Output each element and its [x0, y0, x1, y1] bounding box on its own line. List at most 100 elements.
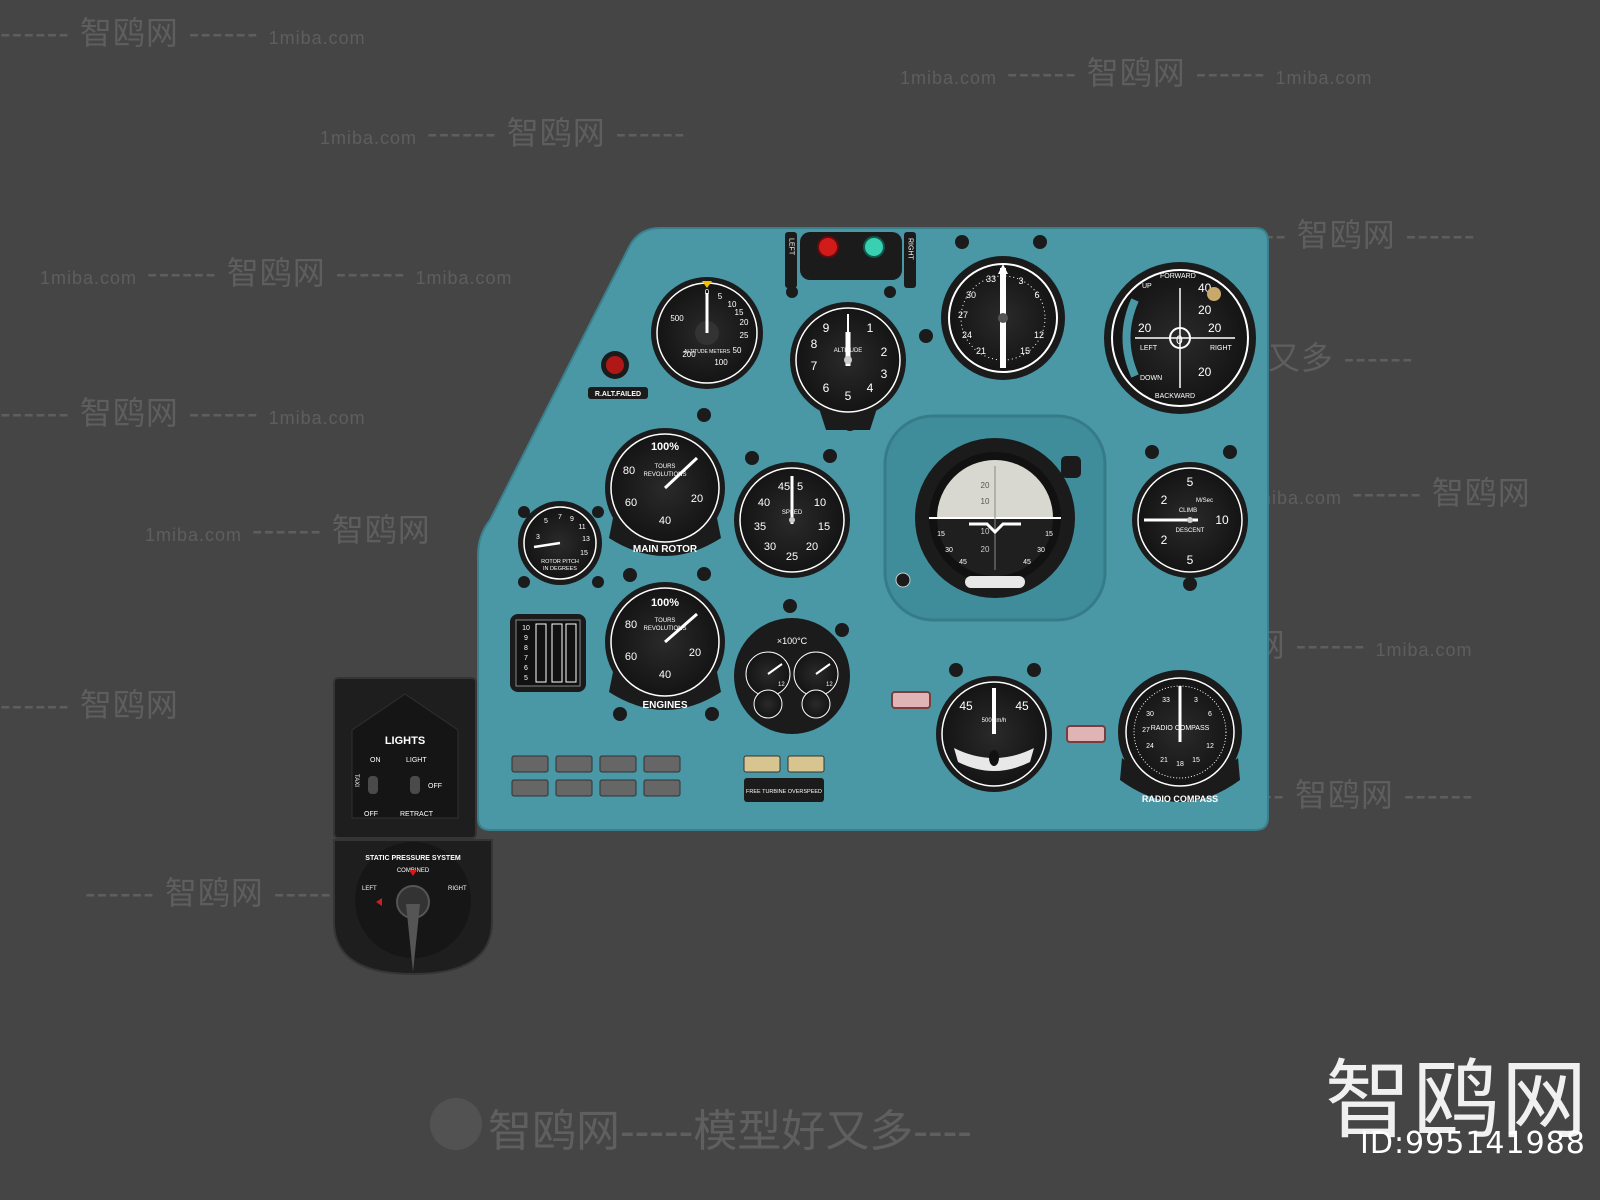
- vertical-speed-gauge: 5 10 5 2 2 M/Sec CLIMB DESCENT: [1132, 462, 1248, 578]
- watermark-brand: 智鸥网: [79, 395, 179, 431]
- ralt-mark: 20: [740, 318, 749, 327]
- switch-button[interactable]: [599, 755, 637, 773]
- rotor-needle: [663, 456, 699, 490]
- watermark-site: 1miba.com: [1275, 68, 1373, 88]
- rc-mark: 27: [1142, 727, 1150, 734]
- turbine-lamp-right[interactable]: [787, 755, 825, 773]
- rc-mark: 12: [1206, 743, 1214, 750]
- temp-left-dial: 12: [745, 651, 791, 697]
- watermark-6: 1miba.com ------ 智鸥网: [145, 505, 431, 551]
- pitch-mark: 3: [536, 534, 540, 541]
- vsi-mark: 10: [1215, 513, 1229, 527]
- watermark-4: 1miba.com ------ 智鸥网 ------ 1miba.com: [40, 248, 513, 294]
- switch-button[interactable]: [511, 779, 549, 797]
- watermark-dash: ------: [0, 687, 70, 723]
- free-turbine-warning: FREE TURBINE OVERSPEED: [743, 755, 825, 802]
- fuel-mark: 8: [524, 645, 528, 652]
- main-rotor-title: MAIN ROTOR: [633, 544, 698, 555]
- turbine-lamp-left[interactable]: [743, 755, 781, 773]
- watermark-13: ------ 智鸥网 ------: [1215, 770, 1474, 816]
- right-label: RIGHT: [907, 238, 914, 261]
- hover-scale: 20: [1138, 321, 1152, 335]
- switch-button[interactable]: [599, 779, 637, 797]
- engines-mark: 20: [689, 647, 701, 659]
- switch-button[interactable]: [555, 755, 593, 773]
- ralt-mark: 500: [670, 314, 684, 323]
- switch-bank: [511, 755, 681, 797]
- taxi-toggle-switch[interactable]: [368, 776, 378, 794]
- temp-mark: 12: [778, 682, 785, 688]
- static-selector-pointer[interactable]: [406, 904, 420, 972]
- watermark-dash: ------: [1006, 55, 1077, 91]
- pitch-mark: 15: [580, 550, 588, 557]
- watermark-brand: 智鸥网: [164, 875, 264, 911]
- pitch-mark: 5: [544, 518, 548, 525]
- hover-left: LEFT: [1140, 345, 1158, 352]
- switch-button[interactable]: [511, 755, 549, 773]
- speed-mark: 40: [758, 497, 770, 509]
- attitude-cage-knob[interactable]: [1061, 456, 1081, 478]
- indicator-lamp-right[interactable]: [1066, 725, 1106, 743]
- hover-backward: BACKWARD: [1155, 393, 1195, 400]
- watermark-dash: ------: [0, 395, 70, 431]
- watermark-5: ------ 智鸥网 ------ 1miba.com: [0, 388, 366, 434]
- green-warning-lamp[interactable]: [863, 236, 885, 258]
- watermark-site: 1miba.com: [268, 28, 366, 48]
- rotor-mark: 40: [659, 515, 671, 527]
- ralt-mark: 100: [714, 358, 728, 367]
- lights-on: ON: [370, 757, 381, 764]
- attitude-pitch-mark: 20: [981, 481, 990, 490]
- rotor-mark: 20: [691, 493, 703, 505]
- attitude-pitch-mark: 20: [981, 545, 990, 554]
- watermark-dash: ------: [146, 255, 217, 291]
- fuel-mark: 7: [524, 655, 528, 662]
- speed-mark: 15: [818, 521, 830, 533]
- pitch-mark: 13: [582, 536, 590, 543]
- airspeed-gauge: 45 5 10 15 20 25 30 35 40 SPEED: [734, 462, 850, 578]
- engines-percent: 100%: [651, 597, 679, 609]
- watermark-dash: ------: [251, 512, 322, 548]
- landing-light-toggle-switch[interactable]: [410, 776, 420, 794]
- turn-mark: 45: [959, 699, 973, 713]
- switch-button[interactable]: [643, 779, 681, 797]
- watermark-dash: ------: [1343, 340, 1414, 376]
- free-turbine-label: FREE TURBINE OVERSPEED: [746, 789, 822, 795]
- switch-button[interactable]: [643, 755, 681, 773]
- watermark-site: 1miba.com: [40, 268, 138, 288]
- hover-scale: 20: [1198, 303, 1212, 317]
- hover-indicator-gauge: FORWARD BACKWARD UP DOWN LEFT RIGHT 40 2…: [1104, 262, 1256, 414]
- fuel-level-gauge: 10 9 8 7 6 5: [510, 614, 586, 692]
- attitude-bank-mark: 30: [1037, 547, 1045, 554]
- indicator-lamp-left[interactable]: [891, 691, 931, 709]
- red-warning-lamp[interactable]: [817, 236, 839, 258]
- vsi-mark: 5: [1187, 475, 1194, 489]
- speed-mark: 25: [786, 551, 798, 563]
- ralt-failed-label: R.ALT.FAILED: [595, 391, 641, 398]
- watermark-brand: 智鸥网: [79, 15, 179, 51]
- alt-mark: 1: [867, 321, 874, 335]
- alt-mark: 8: [811, 337, 818, 351]
- watermark-brand: 智鸥网: [226, 255, 326, 291]
- footer-watermark: 智鸥网-----模型好又多----: [488, 1107, 972, 1156]
- lights-off: OFF: [428, 783, 442, 790]
- ralt-mark: 15: [735, 308, 744, 317]
- radio-compass-title: RADIO COMPASS: [1142, 794, 1218, 804]
- attitude-bank-mark: 15: [1045, 531, 1053, 538]
- bird-logo-icon: [430, 1098, 482, 1150]
- lights-off-bottom: OFF: [364, 811, 378, 818]
- watermark-7: ------ 智鸥网: [0, 680, 179, 726]
- turn-mark: 45: [1015, 699, 1029, 713]
- alt-mark: 9: [823, 321, 830, 335]
- watermark-dash: ------: [335, 255, 406, 291]
- fuel-mark: 6: [524, 665, 528, 672]
- watermark-brand: 智鸥网: [506, 115, 606, 151]
- lights-retract: RETRACT: [400, 811, 434, 818]
- switch-button[interactable]: [555, 779, 593, 797]
- rc-mark: 33: [1162, 697, 1170, 704]
- attitude-bank-mark: 45: [959, 559, 967, 566]
- pitch-mark: 11: [578, 524, 585, 531]
- radio-compass-gauge: 33 3 6 30 27 24 21 18 15 12 RADIO COMPAS…: [1118, 670, 1242, 804]
- attitude-adjust-knob[interactable]: [895, 572, 911, 588]
- watermark-site: 1miba.com: [1375, 640, 1473, 660]
